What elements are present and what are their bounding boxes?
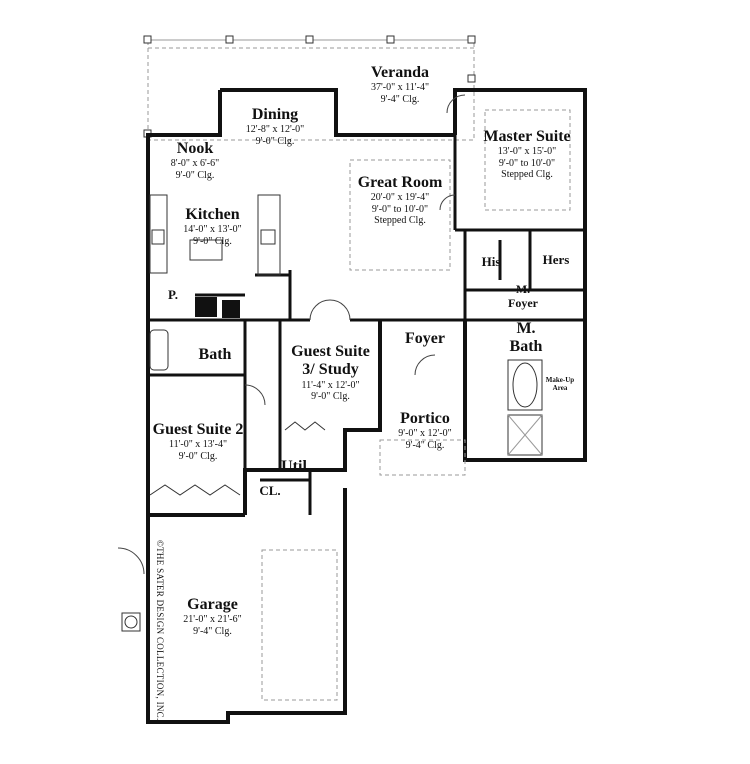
room-name: Garage bbox=[187, 596, 238, 613]
room-dims: 11'-0" x 13'-4" bbox=[168, 439, 228, 451]
room-name: Guest Suite 2 bbox=[152, 421, 244, 438]
room-name: CL. bbox=[259, 483, 281, 498]
shower bbox=[507, 414, 543, 456]
bath-tub bbox=[149, 329, 169, 371]
veranda-posts bbox=[143, 35, 476, 138]
portico-floor bbox=[379, 439, 466, 476]
room-name: His bbox=[481, 254, 501, 269]
room-dims: 8'-0" x 6'-6" bbox=[170, 158, 220, 170]
room-dims: 20'-0" x 19'-4" bbox=[370, 192, 430, 204]
room-name: Foyer bbox=[508, 295, 538, 310]
room-dims: 12'-8" x 12'-0" bbox=[245, 124, 305, 136]
room-guest-suite-3: Guest Suite 3/ Study 11'-4" x 12'-0" 9'-… bbox=[283, 343, 378, 403]
room-name: Master Suite bbox=[483, 128, 571, 145]
room-name: Bath bbox=[509, 338, 543, 356]
tub-frame bbox=[507, 359, 543, 411]
stairs bbox=[195, 297, 240, 318]
room-clg: 9'-0" Clg. bbox=[255, 135, 295, 147]
room-master-suite: Master Suite 13'-0" x 15'-0" 9'-0" to 10… bbox=[472, 128, 582, 181]
garage-parking-outline bbox=[261, 549, 338, 701]
room-clg: 9'-0" Clg. bbox=[178, 450, 218, 462]
room-name: Guest Suite bbox=[291, 343, 370, 360]
room-clg: 9'-4" Clg. bbox=[380, 93, 420, 105]
room-great-room: Great Room 20'-0" x 19'-4" 9'-0" to 10'-… bbox=[345, 174, 455, 227]
copyright-notice: ©THE SATER DESIGN COLLECTION, INC. bbox=[155, 540, 165, 721]
room-his: His bbox=[474, 254, 508, 270]
room-name: P. bbox=[168, 287, 178, 302]
room-garage: Garage 21'-0" x 21'-6" 9'-4" Clg. bbox=[170, 596, 255, 637]
room-name: Portico bbox=[400, 410, 450, 427]
room-clg: 9'-0" to 10'-0" bbox=[498, 157, 556, 169]
room-foyer: Foyer bbox=[395, 330, 455, 348]
room-name: M. bbox=[515, 282, 531, 296]
room-name: Veranda bbox=[370, 64, 430, 81]
room-kitchen: Kitchen 14'-0" x 13'-0" 9'-0" Clg. bbox=[170, 206, 255, 247]
room-nook: Nook 8'-0" x 6'-6" 9'-0" Clg. bbox=[155, 140, 235, 181]
tub bbox=[512, 362, 538, 408]
kitchen-counters bbox=[149, 194, 281, 276]
room-bath: Bath bbox=[190, 346, 240, 364]
room-name: Dining bbox=[251, 106, 299, 123]
room-dims: 11'-4" x 12'-0" bbox=[301, 379, 360, 391]
room-clg: Stepped Clg. bbox=[501, 169, 553, 181]
room-hers: Hers bbox=[534, 252, 578, 268]
room-name: M. bbox=[516, 320, 536, 337]
room-clg: 9'-4" Clg. bbox=[193, 625, 232, 637]
room-m-bath: M. Bath bbox=[498, 320, 554, 357]
room-clg: 9'-0" to 10'-0" bbox=[371, 203, 429, 215]
room-dims: 21'-0" x 21'-6" bbox=[183, 614, 242, 626]
room-veranda: Veranda 37'-0" x 11'-4" 9'-4" Clg. bbox=[350, 64, 450, 105]
fire-pit bbox=[121, 612, 141, 632]
room-dining: Dining 12'-8" x 12'-0" 9'-0" Clg. bbox=[230, 106, 320, 147]
room-name: Area bbox=[552, 383, 568, 392]
room-clg: Stepped Clg. bbox=[374, 215, 426, 227]
room-name: Util. bbox=[281, 458, 311, 475]
room-clg: 9'-4" Clg. bbox=[405, 439, 445, 451]
room-name: 3/ Study bbox=[302, 361, 359, 379]
room-util: Util. bbox=[276, 458, 316, 476]
room-m-foyer: M. Foyer bbox=[498, 282, 548, 311]
room-name: Nook bbox=[176, 140, 214, 157]
room-closet: CL. bbox=[255, 483, 285, 499]
great-room-ceiling bbox=[349, 159, 451, 271]
room-clg: 9'-0" Clg. bbox=[311, 391, 350, 403]
room-name: Hers bbox=[542, 252, 570, 267]
room-name: Kitchen bbox=[185, 206, 240, 223]
master-suite-ceiling bbox=[484, 109, 571, 211]
room-pantry: P. bbox=[160, 287, 186, 303]
closet-doors bbox=[149, 421, 326, 496]
room-dims: 9'-0" x 12'-0" bbox=[398, 428, 452, 440]
room-clg: 9'-0" Clg. bbox=[193, 235, 232, 247]
room-name: Great Room bbox=[357, 174, 443, 191]
interior-walls bbox=[148, 135, 585, 515]
room-dims: 14'-0" x 13'-0" bbox=[183, 224, 242, 236]
room-dims: 13'-0" x 15'-0" bbox=[497, 146, 557, 158]
room-guest-suite-2: Guest Suite 2 11'-0" x 13'-4" 9'-0" Clg. bbox=[148, 421, 248, 462]
room-name: Foyer bbox=[405, 330, 445, 347]
room-portico: Portico 9'-0" x 12'-0" 9'-4" Clg. bbox=[385, 410, 465, 451]
room-name: Bath bbox=[198, 346, 232, 363]
room-clg: 9'-0" Clg. bbox=[175, 169, 215, 181]
door-swings bbox=[117, 94, 466, 575]
room-makeup-area: Make-Up Area bbox=[540, 376, 580, 392]
room-dims: 37'-0" x 11'-4" bbox=[370, 82, 430, 94]
room-name: Make-Up bbox=[545, 376, 575, 384]
